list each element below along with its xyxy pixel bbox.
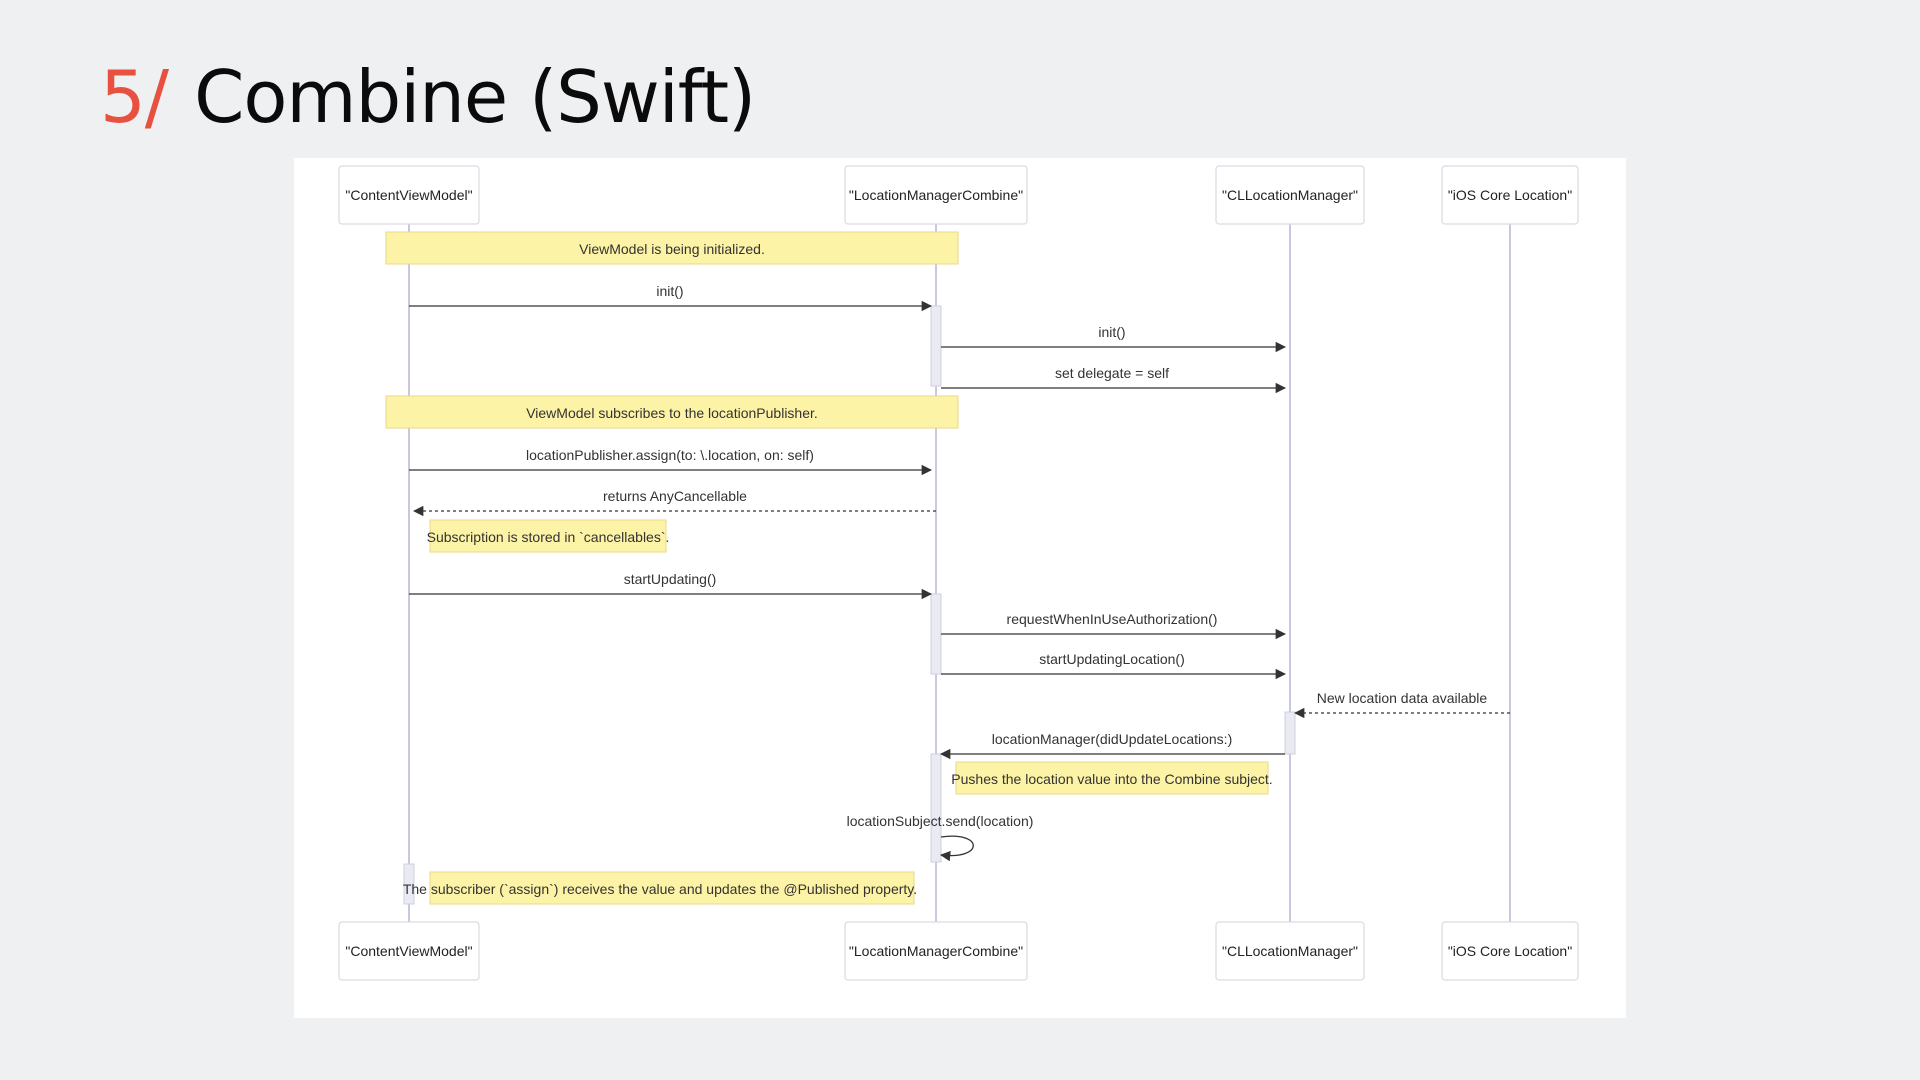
note-subscription-stored: Subscription is stored in `cancellables`… <box>427 519 670 553</box>
actor-label: "ContentViewModel" <box>345 187 472 203</box>
actor-label: "CLLocationManager" <box>1222 943 1358 959</box>
message-label-did-update-locations: locationManager(didUpdateLocations:) <box>992 731 1232 747</box>
note-text: ViewModel is being initialized. <box>579 241 765 257</box>
message-label-start-updating: startUpdating() <box>624 571 717 587</box>
actor-bottom-content-view-model: "ContentViewModel" <box>338 921 480 981</box>
note-viewmodel-subscribes: ViewModel subscribes to the locationPubl… <box>385 395 959 429</box>
message-label-returns-cancellable: returns AnyCancellable <box>603 488 747 504</box>
message-arrow-subject-send <box>939 835 974 862</box>
actor-bottom-ios-core-location: "iOS Core Location" <box>1441 921 1579 981</box>
note-text: ViewModel subscribes to the locationPubl… <box>526 405 818 421</box>
actor-label: "ContentViewModel" <box>345 943 472 959</box>
actor-label: "CLLocationManager" <box>1222 187 1358 203</box>
message-label-request-authorization: requestWhenInUseAuthorization() <box>1007 611 1218 627</box>
note-text: Subscription is stored in `cancellables`… <box>427 529 670 545</box>
actor-top-ios-core-location: "iOS Core Location" <box>1441 165 1579 225</box>
actor-top-content-view-model: "ContentViewModel" <box>338 165 480 225</box>
actor-top-cl-location-manager: "CLLocationManager" <box>1215 165 1365 225</box>
activation-bar <box>403 863 415 905</box>
activation-bar <box>930 305 942 387</box>
message-label-new-location-data: New location data available <box>1317 690 1488 706</box>
note-viewmodel-initialized: ViewModel is being initialized. <box>385 231 959 265</box>
slide-heading: Combine (Swift) <box>194 55 756 139</box>
note-text: The subscriber (`assign`) receives the v… <box>403 881 917 897</box>
message-label-set-delegate: set delegate = self <box>1055 365 1169 381</box>
actor-label: "iOS Core Location" <box>1448 187 1572 203</box>
activation-bar <box>930 593 942 675</box>
sequence-diagram: "ContentViewModel" "LocationManagerCombi… <box>294 158 1626 1018</box>
actor-label: "LocationManagerCombine" <box>849 943 1023 959</box>
activation-bar <box>1284 711 1296 755</box>
actor-top-location-manager-combine: "LocationManagerCombine" <box>844 165 1028 225</box>
sequence-diagram-svg: "ContentViewModel" "LocationManagerCombi… <box>338 165 1579 981</box>
activation-bar <box>930 753 942 863</box>
note-pushes-location: Pushes the location value into the Combi… <box>951 761 1273 795</box>
actor-bottom-location-manager-combine: "LocationManagerCombine" <box>844 921 1028 981</box>
message-label-start-updating-location: startUpdatingLocation() <box>1039 651 1185 667</box>
actor-bottom-cl-location-manager: "CLLocationManager" <box>1215 921 1365 981</box>
note-text: Pushes the location value into the Combi… <box>951 771 1272 787</box>
slide-number: 5/ <box>100 55 169 139</box>
slide-title: 5/Combine (Swift) <box>100 52 756 142</box>
message-label-init-cl: init() <box>1098 324 1125 340</box>
actor-label: "iOS Core Location" <box>1448 943 1572 959</box>
message-label-subject-send: locationSubject.send(location) <box>847 813 1034 829</box>
note-subscriber-receives: The subscriber (`assign`) receives the v… <box>403 871 917 905</box>
message-label-assign: locationPublisher.assign(to: \.location,… <box>526 447 814 463</box>
actor-label: "LocationManagerCombine" <box>849 187 1023 203</box>
message-label-init: init() <box>656 283 683 299</box>
